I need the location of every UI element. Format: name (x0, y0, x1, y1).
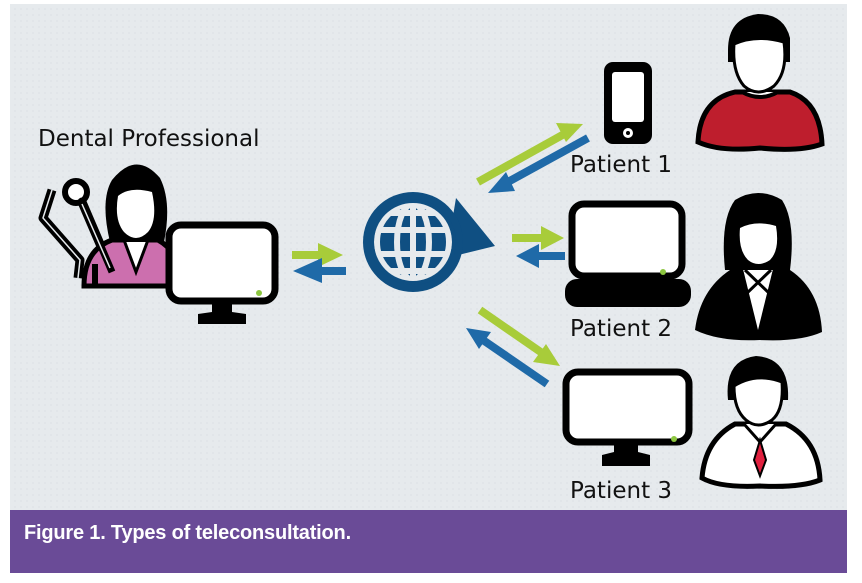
power-led-icon (671, 436, 677, 442)
arrow-pair-network-patient2 (512, 226, 565, 268)
laptop-icon (565, 200, 691, 307)
professional-monitor-icon (165, 221, 279, 324)
patient1-label: Patient 1 (570, 152, 673, 178)
globe-icon (363, 192, 495, 292)
arrow-outgoing-icon (512, 226, 564, 250)
dentist-icon (38, 164, 187, 289)
arrow-pair-network-patient1 (476, 123, 590, 193)
patient2-avatar-icon (695, 193, 822, 341)
patient3-label: Patient 3 (570, 478, 673, 504)
desktop-monitor-icon (562, 368, 693, 466)
arrow-incoming-icon (488, 134, 590, 193)
arrow-pair-network-patient3 (466, 306, 560, 388)
patient1-avatar-icon (695, 14, 825, 152)
arrow-incoming-icon (516, 244, 565, 268)
arrow-outgoing-icon (292, 243, 343, 267)
power-led-icon (256, 290, 262, 296)
patient3-avatar-icon (699, 356, 823, 489)
arrow-outgoing-icon (476, 123, 583, 186)
patient2-label: Patient 2 (570, 316, 673, 342)
professional-label: Dental Professional (38, 126, 260, 152)
power-led-icon (660, 269, 666, 275)
arrow-incoming-icon (293, 258, 346, 283)
caption-bar: Figure 1. Types of teleconsultation. (10, 510, 847, 573)
figure-caption: Figure 1. Types of teleconsultation. (24, 522, 351, 544)
arrow-incoming-icon (466, 328, 550, 388)
smartphone-icon (604, 62, 652, 144)
arrow-outgoing-icon (477, 306, 560, 366)
arrow-pair-professional-network (292, 243, 346, 283)
